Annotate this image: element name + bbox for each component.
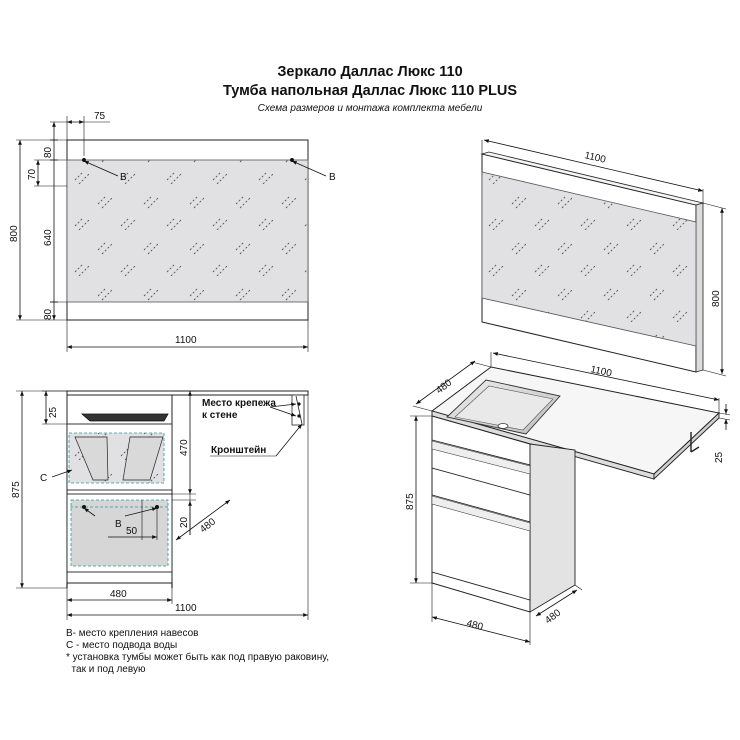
mount-label-line-1: Место крепежа (202, 398, 276, 409)
mirror-3d-glass (481, 171, 697, 347)
lower-drawer-area (70, 499, 169, 567)
cabinet-3d-side (529, 443, 576, 613)
dim-50: 50 (126, 526, 138, 537)
note-b: B- место крепления навесов (66, 628, 198, 639)
dim-480-3d-depth: 480 (543, 607, 563, 626)
mirror-3d-view: 1100 800 (480, 139, 727, 377)
label-b-cabinet: B (115, 519, 122, 530)
dim-1100-3d: 1100 (589, 364, 613, 379)
cabinet-3d-view: 480 1100 25 875 480 480 (405, 352, 731, 645)
dim-75: 75 (94, 111, 106, 122)
dim-20: 20 (179, 516, 190, 528)
note-install-2: так и под левую (66, 664, 146, 675)
dim-25-cabinet: 25 (48, 406, 59, 418)
dim-80-bottom: 80 (43, 308, 54, 320)
dim-1100-mirror-3d: 1100 (583, 150, 607, 166)
bracket (291, 394, 305, 426)
dim-1100-cabinet: 1100 (175, 603, 197, 614)
dim-480-cabinet-width: 480 (110, 589, 127, 600)
cabinet-front-view: B C 50 25 875 470 20 480 (11, 390, 309, 620)
mirror-glass (66, 159, 309, 303)
dim-800: 800 (9, 225, 20, 242)
label-c: C (40, 473, 47, 484)
dim-875-cabinet: 875 (11, 481, 22, 498)
dim-480-top-depth: 480 (434, 377, 454, 396)
dim-70: 70 (27, 168, 38, 180)
notes: B- место крепления навесов C - место под… (66, 628, 329, 675)
mount-label-line-2: к стене (202, 410, 238, 421)
mirror-front-view: B B 75 800 70 80 640 80 (9, 111, 336, 352)
subtitle: Схема размеров и монтажа комплекта мебел… (257, 103, 483, 114)
dim-640: 640 (43, 229, 54, 246)
dim-470: 470 (179, 439, 190, 456)
note-install: * установка тумбы может быть как под пра… (66, 651, 329, 663)
dim-80-top: 80 (43, 146, 54, 158)
countertop-line (66, 390, 309, 396)
bracket-label: Кронштейн (211, 445, 266, 456)
dim-480-3d-width: 480 (465, 618, 484, 633)
dim-800-mirror-3d: 800 (711, 290, 722, 307)
dim-25-3d: 25 (714, 451, 725, 463)
label-b-right: B (329, 172, 336, 183)
basin-outline (80, 413, 169, 422)
dim-1100-mirror: 1100 (175, 335, 197, 346)
label-b-left: B (120, 172, 127, 183)
dim-875-3d: 875 (405, 493, 416, 510)
note-c: C - место подвода воды (66, 640, 177, 651)
dim-480-diagonal: 480 (198, 516, 218, 535)
title-line-2: Тумба напольная Даллас Люкс 110 PLUS (222, 83, 518, 99)
title-line-1: Зеркало Даллас Люкс 110 (277, 64, 463, 80)
